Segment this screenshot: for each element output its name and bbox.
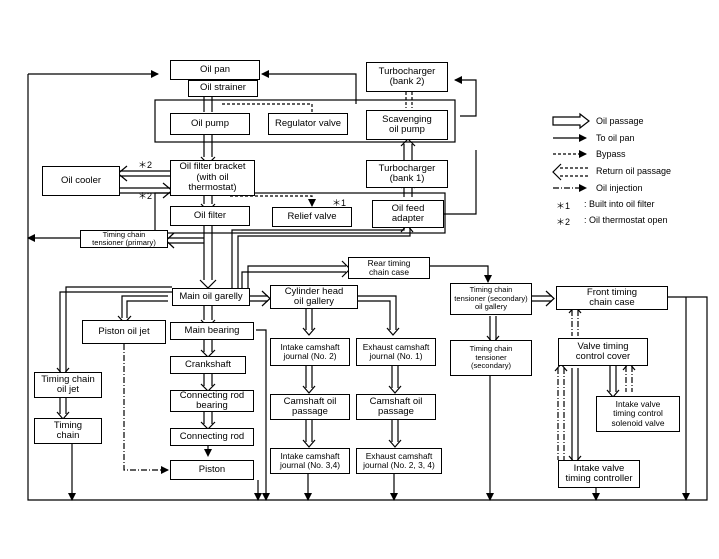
legend-star2-label: : Oil thermostat open (584, 215, 668, 225)
scavenging-oil-pump-box: Scavenging oil pump (366, 110, 448, 140)
intake-valve-timing-solenoid-box: Intake valve timing control solenoid val… (596, 396, 680, 432)
secondary-tensioner-box: Timing chain tensioner (secondary) (450, 340, 532, 376)
note-star2-top: ＊2 (138, 160, 153, 170)
legend-star2-symbol: ＊2 (556, 217, 571, 227)
note-star1: ＊1 (332, 198, 347, 208)
cylinder-head-oil-gallery-box: Cylinder head oil gallery (270, 285, 358, 309)
regulator-valve-box: Regulator valve (268, 113, 348, 135)
secondary-tensioner-oil-gallery-box: Timing chain tensioner (secondary) oil g… (450, 283, 532, 315)
exhaust-camshaft-journal-no1-box: Exhaust camshaft journal (No. 1) (356, 338, 436, 366)
legend-oil-passage-label: Oil passage (596, 116, 644, 126)
turbocharger-bank1-box: Turbocharger (bank 1) (366, 160, 448, 188)
rear-timing-chain-case-box: Rear timing chain case (348, 257, 430, 279)
intake-camshaft-oil-passage-box: Camshaft oil passage (270, 394, 350, 420)
legend-to-oil-pan-label: To oil pan (596, 133, 635, 143)
note-star2-bottom: ＊2 (138, 191, 153, 201)
oil-strainer-box: Oil strainer (188, 80, 258, 97)
legend-star1-label: : Built into oil filter (584, 199, 655, 209)
legend-return-oil-passage-label: Return oil passage (596, 166, 672, 176)
legend-bypass-label: Bypass (596, 149, 626, 159)
exhaust-camshaft-journal-no234-box: Exhaust camshaft journal (No. 2, 3, 4) (356, 448, 442, 474)
timing-chain-oil-jet-box: Timing chain oil jet (34, 372, 102, 398)
oil-feed-adapter-box: Oil feed adapter (372, 200, 444, 228)
front-timing-chain-case-box: Front timing chain case (556, 286, 668, 310)
timing-chain-tensioner-primary-box: Timing chain tensioner (primary) (80, 230, 168, 248)
relief-valve-box: Relief valve (272, 207, 352, 227)
oil-filter-box: Oil filter (170, 206, 250, 226)
legend-oil-injection-label: Oil injection (596, 183, 643, 193)
intake-valve-timing-controller-box: Intake valve timing controller (558, 460, 640, 488)
piston-box: Piston (170, 460, 254, 480)
main-bearing-box: Main bearing (170, 322, 254, 340)
intake-camshaft-journal-no2-box: Intake camshaft journal (No. 2) (270, 338, 350, 366)
exhaust-camshaft-oil-passage-box: Camshaft oil passage (356, 394, 436, 420)
oil-filter-bracket-box: Oil filter bracket (with oil thermostat) (170, 160, 255, 196)
legend-star1-symbol: ＊1 (556, 201, 571, 211)
oil-cooler-box: Oil cooler (42, 166, 120, 196)
connecting-rod-bearing-box: Connecting rod bearing (170, 390, 254, 412)
crankshaft-box: Crankshaft (170, 356, 246, 374)
oil-pump-box: Oil pump (170, 113, 250, 135)
piston-oil-jet-box: Piston oil jet (82, 320, 166, 344)
oil-pan-box: Oil pan (170, 60, 260, 80)
intake-camshaft-journal-no34-box: Intake camshaft journal (No. 3,4) (270, 448, 350, 474)
connecting-rod-box: Connecting rod (170, 428, 254, 446)
main-oil-gallery-box: Main oil garelly (172, 288, 250, 306)
valve-timing-control-cover-box: Valve timing control cover (558, 338, 648, 366)
turbocharger-bank2-box: Turbocharger (bank 2) (366, 62, 448, 92)
timing-chain-box: Timing chain (34, 418, 102, 444)
